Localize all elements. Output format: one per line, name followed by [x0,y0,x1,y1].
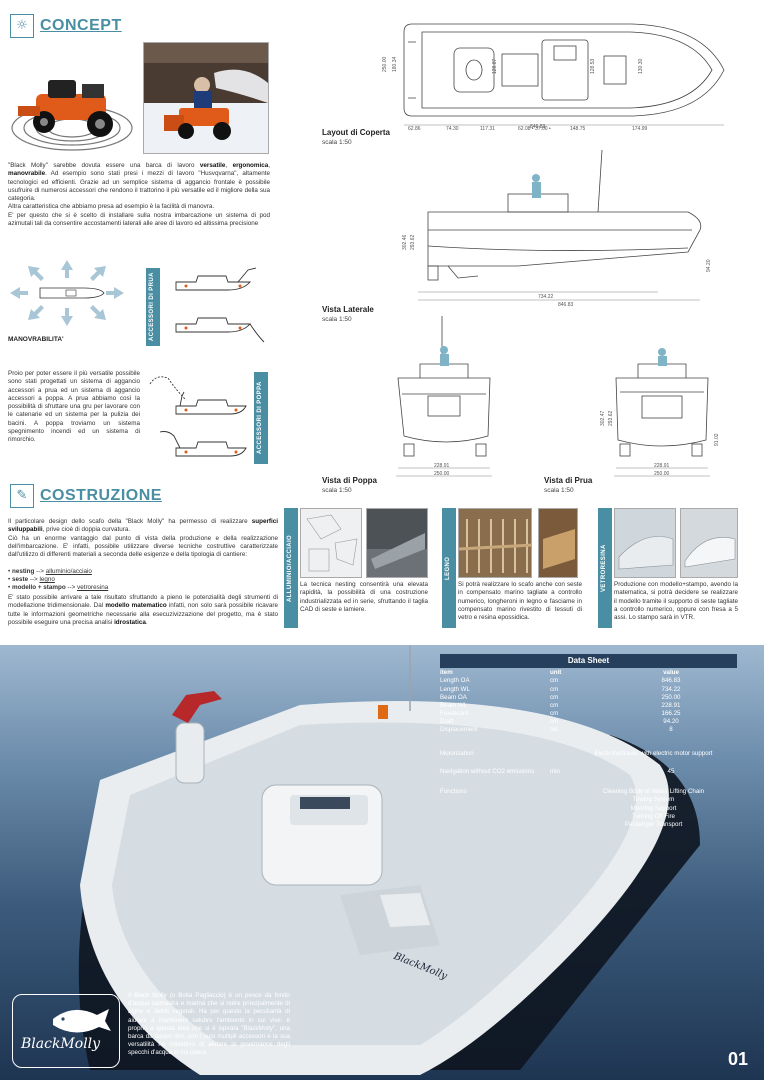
snowblower-image [143,42,269,154]
stern-view-drawing: 228.91 250.00 [392,316,500,482]
method-bar-aluminium: ALLUMINIO/ACCIAIO [284,508,298,628]
accessory-paragraph: Proio per poter essere il più versatile … [8,370,140,444]
list-item: Cleaning Body of Water Lifting Chain [602,788,705,796]
boat-render [0,645,764,1080]
svg-text:128.87: 128.87 [492,58,498,74]
bow-view-drawing: 228.91 250.00 302.47 293.62 91.02 [596,316,724,482]
logo-text: BlackMolly [21,1036,101,1052]
svg-text:180.34: 180.34 [392,56,398,72]
construction-header: ✎ COSTRUZIONE [10,484,162,508]
side-view-drawing: 734.22 846.83 302.46 293.62 94.20 [388,149,718,308]
layout-caption: Layout di Coperta [322,128,391,137]
svg-text:74.30: 74.30 [446,126,459,132]
list-item: Mooring Support [630,804,677,812]
svg-text:91.02: 91.02 [714,433,720,446]
construction-paragraph-2: E' stato possibile arrivare a tale risul… [8,594,278,626]
list-item: Passenger Transport [624,821,683,829]
fiberglass-mould-image [614,508,676,578]
method-text-fiberglass: Produzione con modello+stampo, avendo la… [614,581,738,622]
maneuver-diagram [8,258,126,328]
list-item: modello + stampo --> vetroresina [8,584,108,592]
svg-text:117.31: 117.31 [480,126,495,132]
wood-frames-image [458,508,532,578]
story-paragraph: Il Black Molly (o Botia Pagliaccio) è un… [128,992,290,1057]
concept-header: ☼ CONCEPT [10,14,122,38]
concept-title: CONCEPT [40,16,122,34]
wood-hull-image [538,508,578,578]
svg-text:734.22: 734.22 [538,294,554,300]
construction-title: COSTRUZIONE [40,486,162,504]
bow-caption: Vista di Prua [544,476,593,485]
bow-accessory-sketches [168,266,268,350]
navigation-row: Navigation without CO2 emissions min 45 [440,767,675,775]
side-scale: scala 1:50 [322,316,352,323]
list-item: seste --> legno [8,576,108,584]
page-number: 01 [728,1049,749,1069]
motorization-row: Motorization Electrohydraulic with elect… [440,749,713,757]
fiberglass-hull-image [680,508,738,578]
svg-text:174.99: 174.99 [632,126,648,132]
method-text-wood: Si potrà realizzare lo scafo anche con s… [458,581,582,622]
bow-accessories-bar: ACCESSORI DI PRUA [146,268,160,346]
nesting-image [300,508,362,578]
method-bar-wood: LEGNO [442,508,456,628]
svg-text:250.00: 250.00 [382,56,388,72]
svg-text:62.86: 62.86 [408,126,421,132]
data-sheet-title: Data Sheet [440,654,737,669]
construction-methods-list: nesting --> alluminio/acciaio seste --> … [8,568,108,593]
svg-text:293.62: 293.62 [410,234,416,250]
layout-scale: scala 1:50 [322,139,352,146]
data-sheet-header: item unit value [440,669,679,677]
aluminium-hull-image [366,508,428,578]
svg-text:846.83: 846.83 [558,302,574,306]
svg-text:228.91: 228.91 [654,463,670,469]
layout-total-dim: 846.83 [530,124,546,130]
stern-accessory-sketches [146,370,250,466]
construction-paragraph-1: Il particolare design dello scafo della … [8,518,278,559]
stern-scale: scala 1:50 [322,487,352,494]
deck-layout-drawing: 62.86 74.30 117.31 62.08 • 37.00 • 148.7… [372,12,728,132]
maneuver-label: MANOVRABILITA' [8,336,64,343]
stern-caption: Vista di Poppa [322,476,377,485]
svg-text:148.75: 148.75 [570,126,586,132]
list-item: Turning Off Fire [632,813,675,821]
svg-text:130.30: 130.30 [638,58,644,74]
list-item: Towing System [632,796,675,804]
tractor-image [8,46,136,158]
wrench-icon: ✎ [10,484,34,508]
svg-text:128.53: 128.53 [590,58,596,74]
stern-accessories-bar: ACCESSORI DI POPPA [254,372,268,464]
blackmolly-logo: BlackMolly [12,994,120,1068]
lightbulb-icon: ☼ [10,14,34,38]
svg-text:228.91: 228.91 [434,463,450,469]
svg-text:302.47: 302.47 [600,410,606,426]
side-caption: Vista Laterale [322,305,374,314]
list-item: nesting --> alluminio/acciaio [8,568,108,576]
svg-text:94.20: 94.20 [706,259,712,272]
svg-text:302.46: 302.46 [402,234,408,250]
svg-text:293.62: 293.62 [608,410,614,426]
svg-text:250.00: 250.00 [434,471,450,477]
concept-paragraph: "Black Molly" sarebbe dovuta essere una … [8,162,271,228]
method-bar-fiberglass: VETRORESINA [598,508,612,628]
functions-row: Functions Cleaning Body of Water Lifting… [440,788,737,830]
svg-text:250.00: 250.00 [654,471,670,477]
svg-text:62.08 • 37.00 •: 62.08 • 37.00 • [518,126,551,132]
bow-scale: scala 1:50 [544,487,574,494]
method-text-aluminium: La tecnica nesting consentirà una elevat… [300,581,428,613]
